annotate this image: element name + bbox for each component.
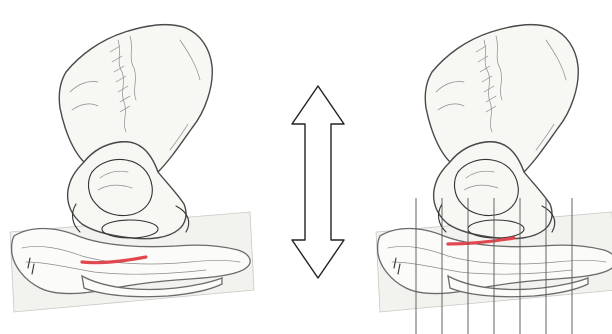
- right-hip-bone: [425, 25, 578, 239]
- double-headed-vertical-arrow-icon: [292, 86, 344, 278]
- left-hip-bone: [59, 25, 212, 239]
- left-panel: [10, 25, 254, 312]
